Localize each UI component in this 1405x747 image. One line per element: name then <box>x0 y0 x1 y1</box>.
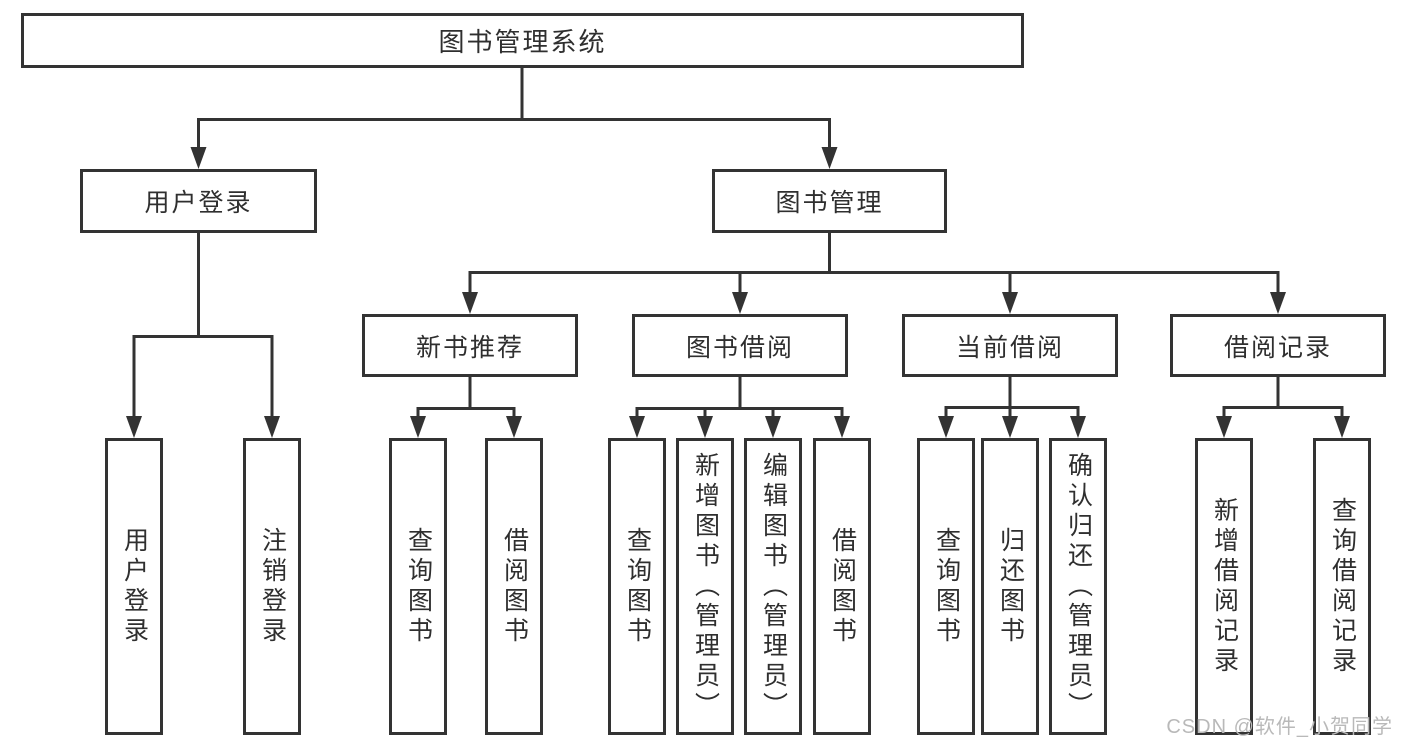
leaf-query-books-borrow: 查询图书 <box>608 438 666 735</box>
leaf-label: 查询借阅记录 <box>1328 496 1357 677</box>
node-label: 当前借阅 <box>955 333 1064 362</box>
leaf-label: 借阅图书 <box>500 526 529 647</box>
leaf-return-books: 归还图书 <box>981 438 1039 735</box>
leaf-borrow-books: 借阅图书 <box>813 438 871 735</box>
leaf-label: 归还图书 <box>996 526 1025 647</box>
csdn-watermark: CSDN @软件_小贺同学 <box>1166 716 1393 738</box>
leaf-label: 查询图书 <box>932 526 961 647</box>
leaf-edit-books-admin: 编辑图书（管理员） <box>744 438 802 735</box>
leaf-user-login: 用户登录 <box>105 438 163 735</box>
node-root-label: 图书管理系统 <box>438 27 607 57</box>
leaf-label: 编辑图书（管理员） <box>759 451 788 722</box>
leaf-label: 新增借阅记录 <box>1210 496 1239 677</box>
leaf-query-borrow-record: 查询借阅记录 <box>1313 438 1371 735</box>
node-label: 用户登录 <box>144 189 253 217</box>
wire-current-borrow-to-leaves <box>944 375 1080 419</box>
leaf-add-books-admin: 新增图书（管理员） <box>676 438 734 735</box>
leaf-logout: 注销登录 <box>243 438 301 735</box>
wire-new-books-to-leaves <box>416 375 516 419</box>
node-book-borrowing: 图书借阅 <box>632 314 848 377</box>
leaf-label: 借阅图书 <box>828 526 857 647</box>
leaf-borrow-books-recommend: 借阅图书 <box>485 438 543 735</box>
node-book-management: 图书管理 <box>712 169 947 233</box>
node-label: 借阅记录 <box>1223 333 1332 362</box>
leaf-label: 用户登录 <box>120 526 149 647</box>
leaf-label: 注销登录 <box>258 526 287 647</box>
leaf-label: 确认归还（管理员） <box>1064 451 1093 722</box>
wire-user-login-to-leaves <box>132 233 274 418</box>
node-user-login: 用户登录 <box>80 169 317 233</box>
wire-root-to-level2 <box>197 66 831 150</box>
node-root-system: 图书管理系统 <box>21 13 1024 68</box>
node-label: 新书推荐 <box>415 333 524 362</box>
leaf-confirm-return-admin: 确认归还（管理员） <box>1049 438 1107 735</box>
node-label: 图书借阅 <box>685 333 794 362</box>
node-borrow-records: 借阅记录 <box>1170 314 1386 377</box>
leaf-label: 新增图书（管理员） <box>691 451 720 722</box>
node-current-borrowing: 当前借阅 <box>902 314 1118 377</box>
wire-borrow-records-to-leaves <box>1222 375 1344 419</box>
node-new-book-recommend: 新书推荐 <box>362 314 578 377</box>
leaf-add-borrow-record: 新增借阅记录 <box>1195 438 1253 735</box>
leaf-label: 查询图书 <box>623 526 652 647</box>
leaf-query-books-recommend: 查询图书 <box>389 438 447 735</box>
leaf-label: 查询图书 <box>404 526 433 647</box>
node-label: 图书管理 <box>775 189 884 217</box>
wire-book-mgmt-to-level3 <box>468 232 1280 295</box>
leaf-query-books-current: 查询图书 <box>917 438 975 735</box>
wire-book-borrow-to-leaves <box>635 375 844 419</box>
